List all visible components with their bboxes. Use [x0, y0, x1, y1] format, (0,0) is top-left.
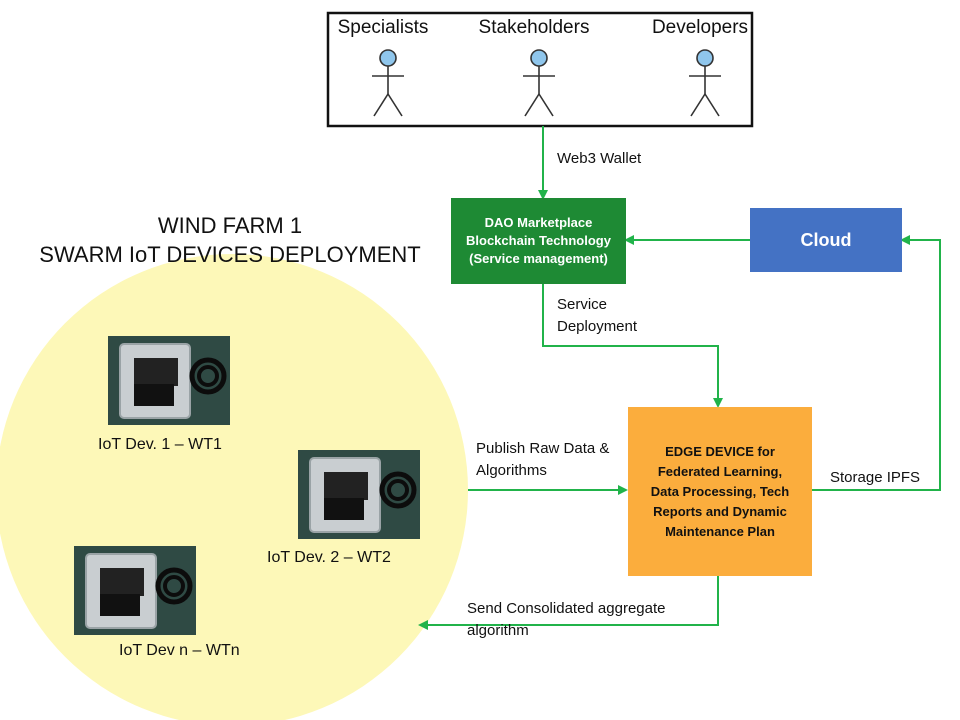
edge-line-4: Reports and Dynamic	[653, 503, 787, 519]
device-label-1: IoT Dev. 1 – WT1	[98, 436, 222, 453]
wind-farm-title-line-1: WIND FARM 1	[157, 213, 303, 238]
edge-line-2: Federated Learning,	[657, 463, 783, 479]
arrow-service-deployment	[542, 284, 723, 408]
wind-farm-title-line-2: SWARM IoT DEVICES DEPLOYMENT	[39, 242, 421, 267]
label-service-line-1: Service	[557, 296, 608, 313]
dao-line-3: (Service management)	[469, 251, 608, 266]
label-publish-raw-data: Publish Raw Data & Algorithms	[476, 438, 609, 482]
iot-device-photo-1	[108, 336, 230, 425]
actor-figure-specialists	[372, 49, 404, 117]
label-service-deployment: Service Deployment	[557, 294, 637, 338]
label-send-line-2: algorithm	[467, 622, 529, 639]
actor-label-stakeholders: Stakeholders	[478, 17, 590, 38]
cloud-label: Cloud	[800, 229, 852, 250]
actor-label-developers: Developers	[651, 17, 749, 38]
edge-device-box: EDGE DEVICE for Federated Learning, Data…	[628, 407, 812, 576]
dao-marketplace-box: DAO Marketplace Blockchain Technology (S…	[451, 198, 626, 284]
label-publish-line-1: Publish Raw Data &	[476, 440, 610, 457]
actor-figure-stakeholders	[523, 49, 555, 117]
arrow-send-aggregate	[418, 576, 719, 630]
edge-line-1: EDGE DEVICE for	[665, 443, 775, 459]
actors-box	[326, 11, 754, 128]
label-web3-wallet: Web3 Wallet	[557, 150, 642, 167]
dao-line-2: Blockchain Technology	[466, 233, 611, 248]
device-label-n: IoT Dev n – WTn	[119, 642, 240, 659]
wind-farm-title: WIND FARM 1 SWARM IoT DEVICES DEPLOYMENT	[10, 211, 450, 269]
label-publish-line-2: Algorithms	[476, 462, 547, 479]
label-send-aggregate: Send Consolidated aggregate algorithm	[467, 598, 666, 642]
label-service-line-2: Deployment	[557, 318, 638, 335]
arrow-storage-ipfs	[812, 235, 941, 491]
iot-device-photo-n	[74, 546, 196, 635]
device-label-2: IoT Dev. 2 – WT2	[267, 549, 391, 566]
cloud-box: Cloud	[750, 208, 902, 272]
edge-line-3: Data Processing, Tech	[650, 483, 790, 499]
edge-line-5: Maintenance Plan	[665, 523, 775, 539]
label-send-line-1: Send Consolidated aggregate	[467, 600, 666, 617]
iot-device-photo-2	[298, 450, 420, 539]
actor-label-specialists: Specialists	[337, 17, 429, 38]
label-storage-ipfs: Storage IPFS	[830, 469, 921, 486]
dao-line-1: DAO Marketplace	[484, 215, 593, 230]
actor-figure-developers	[689, 49, 721, 117]
